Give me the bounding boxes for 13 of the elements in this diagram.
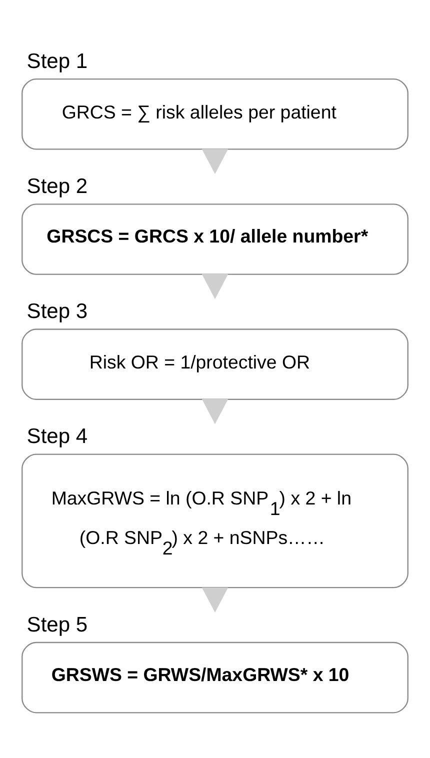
arrow [202, 586, 228, 612]
arrow [202, 274, 228, 299]
arrow [202, 398, 228, 424]
node-box: GRSCS = GRCS x 10/ allele number* [22, 203, 408, 274]
node-box: GRSWS = GRWS/MaxGRWS* x 10 [22, 641, 408, 713]
node-label: Step 4 [26, 424, 88, 448]
arrow [202, 148, 228, 174]
node-box: GRCS = ∑ risk alleles per patient [22, 78, 408, 150]
node-label: Step 1 [26, 49, 88, 72]
node-label: Step 2 [26, 174, 88, 198]
node-label: Step 5 [26, 612, 88, 636]
node-box: Risk OR = 1/protective OR [22, 328, 408, 400]
node-label: Step 3 [26, 300, 88, 323]
